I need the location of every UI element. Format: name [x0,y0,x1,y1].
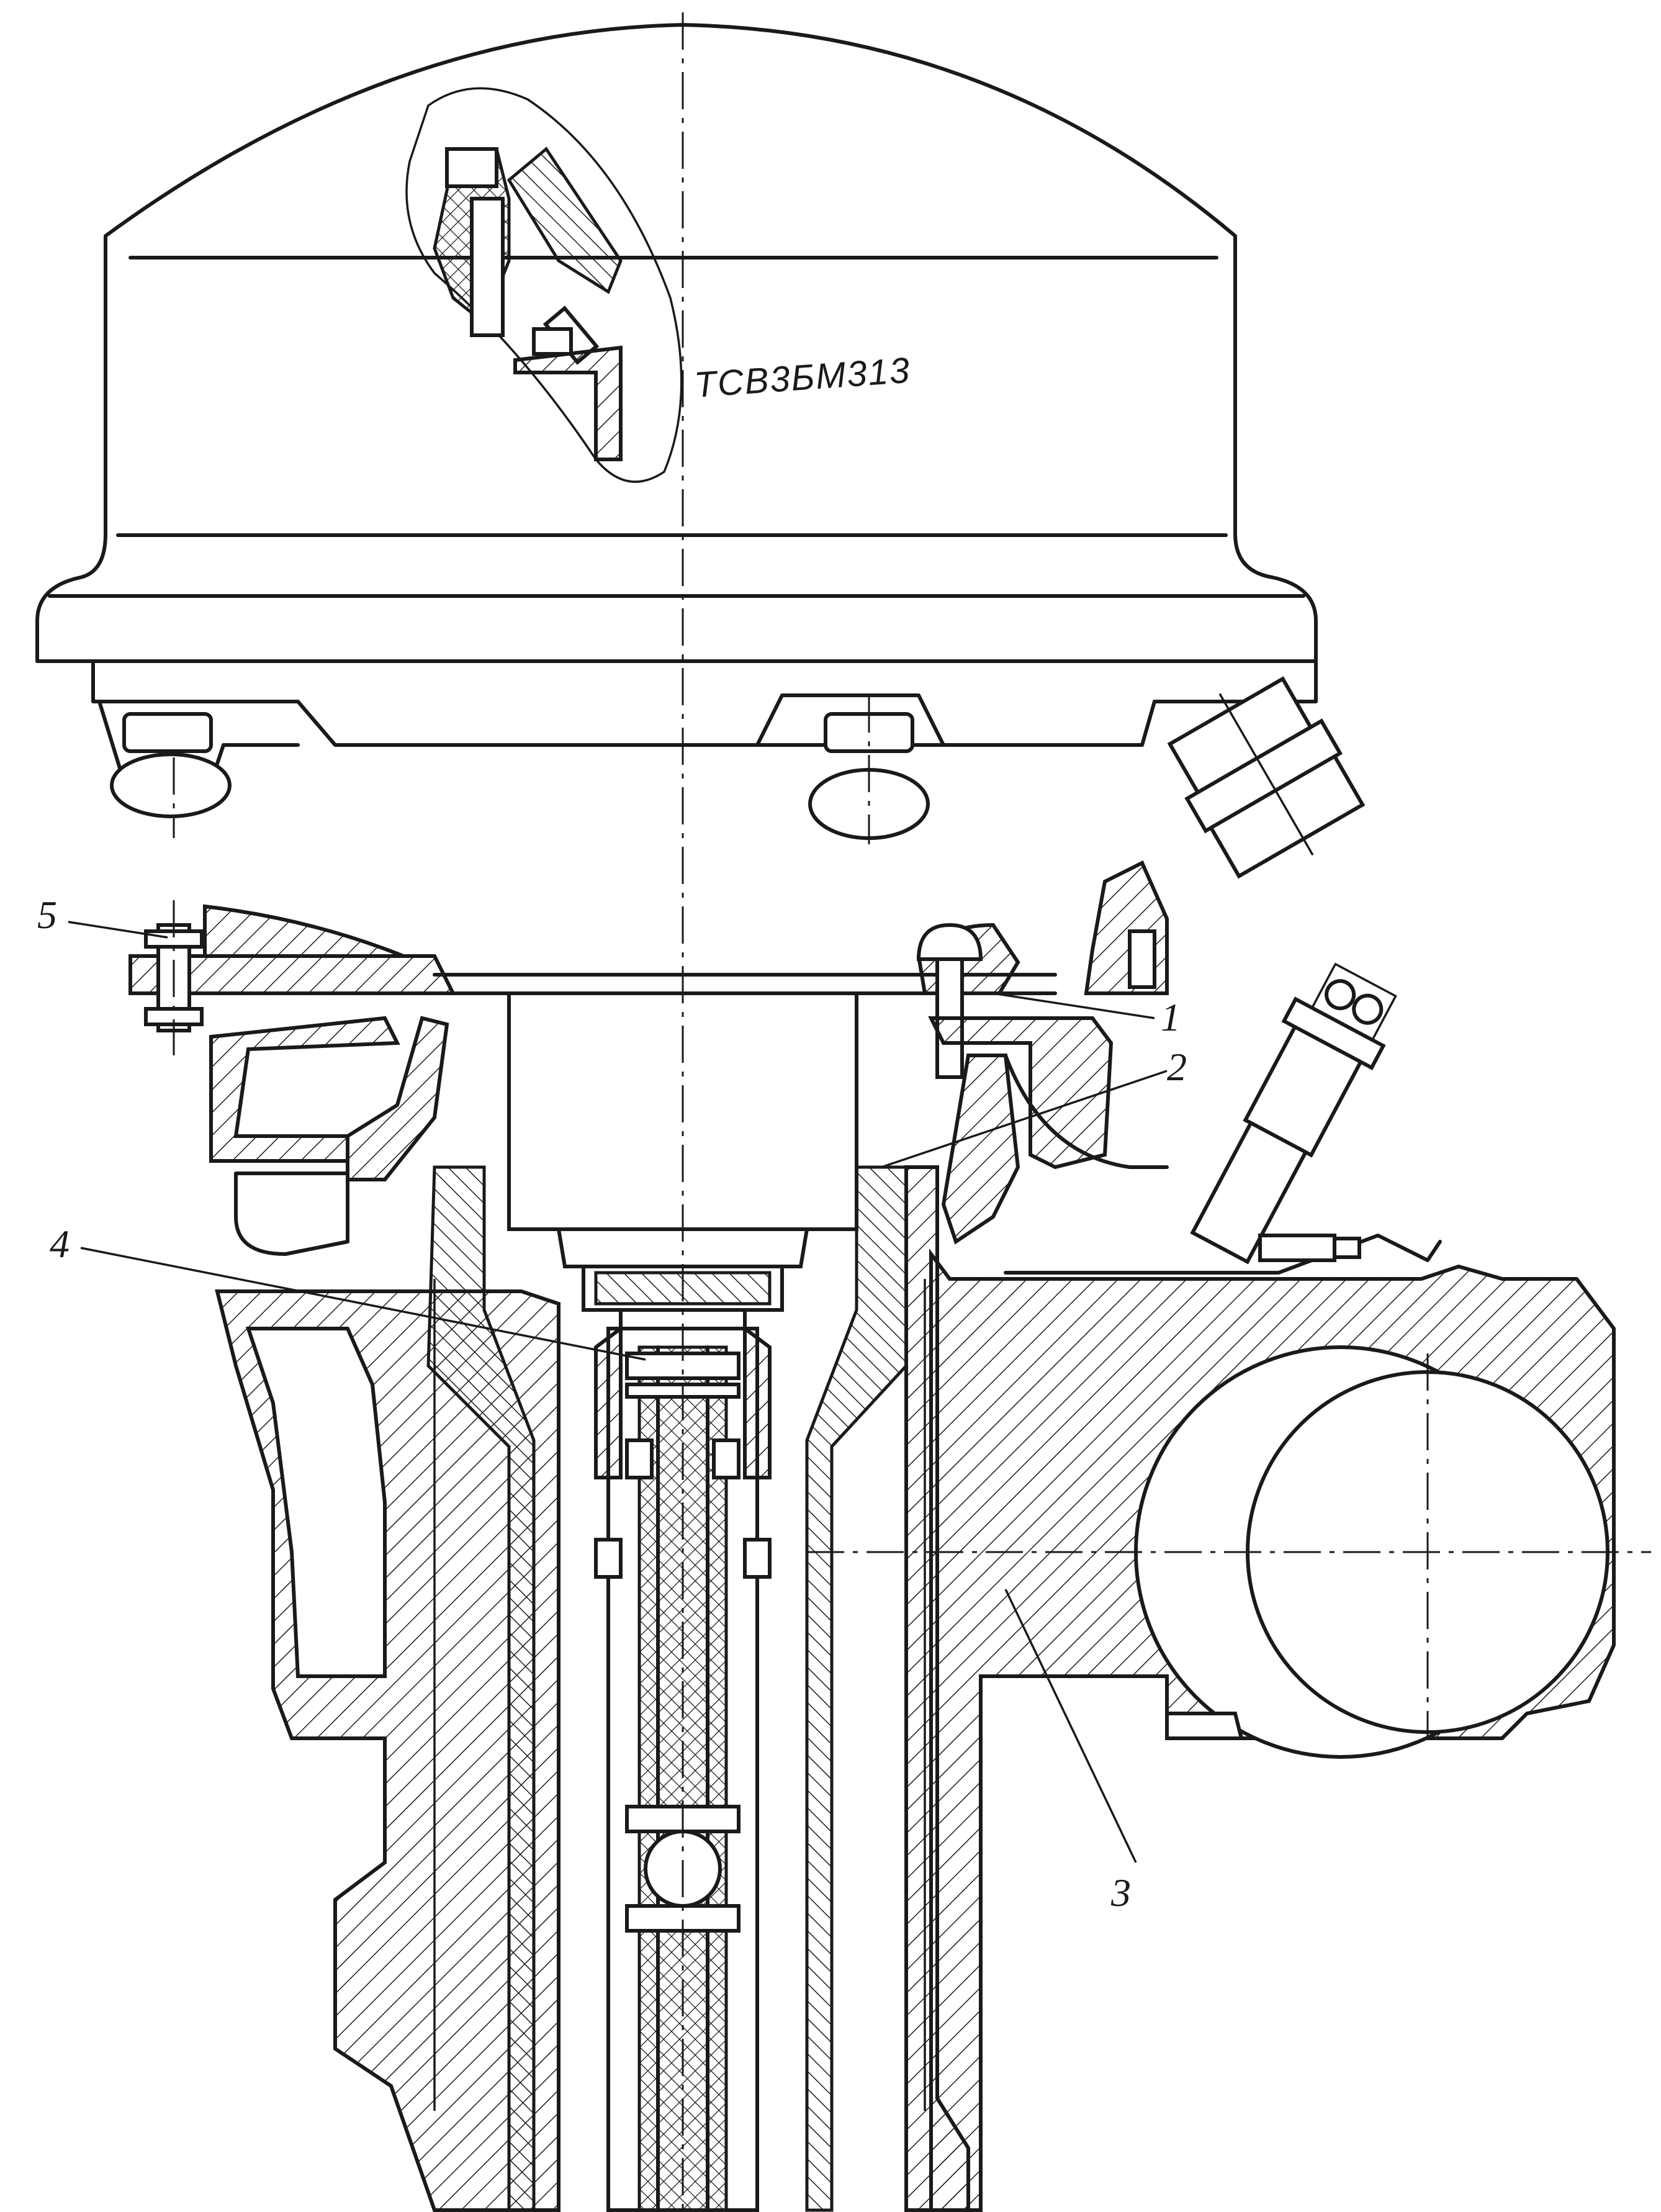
housing-marking-text: ТСВ3БМ313 [693,350,912,405]
upper-housing [35,23,1318,747]
dome-cutaway-detail: ТСВ3БМ313 [405,87,912,483]
centerlines [173,12,870,2210]
callouts: 5 1 2 4 3 [37,893,1187,1915]
small-bolt-right [1258,1234,1361,1262]
callout-4: 4 [50,1222,70,1266]
mounting-flange [128,860,1169,1079]
callout-1: 1 [1161,995,1181,1039]
callout-2: 2 [1167,1045,1187,1089]
callout-5: 5 [37,893,57,937]
housing-feet [97,676,1366,879]
lower-body [215,1165,1651,2212]
adapter-casting [209,1016,1442,1275]
callout-3: 3 [1110,1871,1131,1915]
sensor-fitting [1190,962,1397,1265]
